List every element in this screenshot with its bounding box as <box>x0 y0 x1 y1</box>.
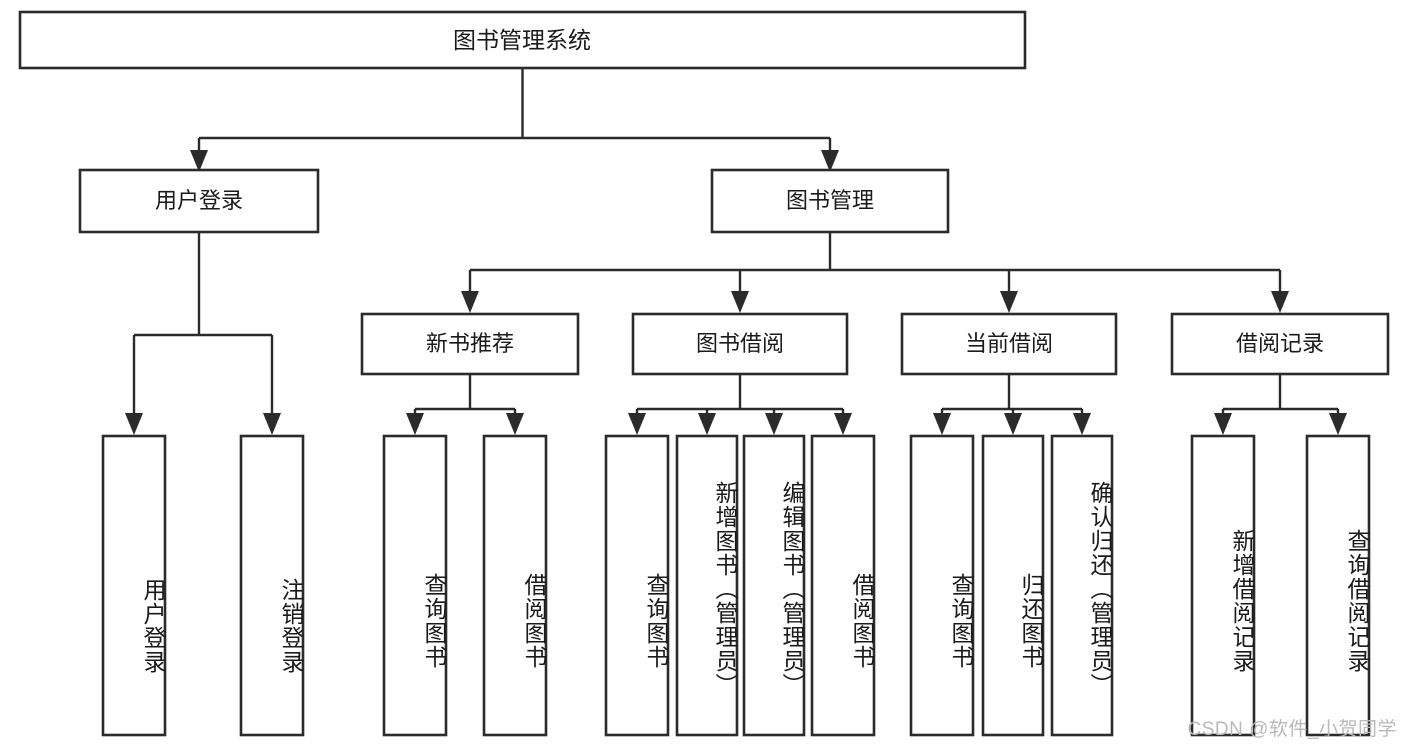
arrow-head-leaf-confirm-return-admin <box>1073 413 1091 435</box>
csdn-watermark: CSDN @软件_小贺同学 <box>1187 719 1397 740</box>
arrow-head-leaf-query-book-rec <box>406 413 424 435</box>
node-book-manage-box[interactable] <box>710 168 950 234</box>
connector-bookborrow-to-leaves <box>635 374 845 426</box>
arrow-head-user-login <box>190 150 208 172</box>
node-current-borrow[interactable]: 当前借阅 <box>900 312 1118 376</box>
node-book-borrow-box[interactable] <box>631 312 849 376</box>
arrow-head-current-borrow <box>1000 291 1018 313</box>
node-leaf-query-borrow-record-box[interactable] <box>1305 434 1371 737</box>
node-leaf-confirm-return-admin-box[interactable] <box>1050 434 1114 737</box>
node-leaf-borrow-book-rec-box[interactable] <box>482 434 548 737</box>
arrow-head-borrow-record <box>1271 291 1289 313</box>
arrow-head-leaf-return-book <box>1004 413 1022 435</box>
node-leaf-user-login-box[interactable] <box>101 434 167 737</box>
node-user-login-box[interactable] <box>78 168 320 234</box>
connector-newbook-to-leaves <box>413 374 517 426</box>
arrow-head-book-manage <box>821 150 839 172</box>
node-borrow-record-box[interactable] <box>1170 312 1390 376</box>
node-borrow-record-label: 借阅记录 <box>1236 331 1324 356</box>
node-current-borrow-label: 当前借阅 <box>965 331 1053 356</box>
connector-bookmanage-to-level3 <box>468 232 1282 304</box>
node-leaf-user-logout-box[interactable] <box>239 434 305 737</box>
arrow-head-leaf-query-book-borrow <box>628 413 646 435</box>
node-leaf-return-book-box[interactable] <box>981 434 1045 737</box>
node-root-box[interactable] <box>18 10 1027 70</box>
node-leaf-add-book-admin-box[interactable] <box>675 434 739 737</box>
connector-userlogin-to-leaves <box>132 232 274 426</box>
node-user-login-label: 用户登录 <box>155 188 243 213</box>
arrow-head-leaf-query-book-current <box>933 413 951 435</box>
arrow-head-leaf-add-book-admin <box>698 413 716 435</box>
arrow-head-leaf-add-borrow-record <box>1214 413 1232 435</box>
node-book-borrow[interactable]: 图书借阅 <box>631 312 849 376</box>
node-leaf-edit-book-admin-box[interactable] <box>742 434 806 737</box>
arrow-head-leaf-borrow-book <box>834 413 852 435</box>
arrow-head-leaf-user-logout <box>263 413 281 435</box>
node-leaf-add-borrow-record-box[interactable] <box>1190 434 1256 737</box>
node-leaf-borrow-book-box[interactable] <box>810 434 876 737</box>
arrow-head-book-borrow <box>731 291 749 313</box>
connector-borrowrecord-to-leaves <box>1221 374 1340 426</box>
node-book-manage[interactable]: 图书管理 <box>710 168 950 234</box>
node-leaf-query-book-rec-box[interactable] <box>382 434 448 737</box>
arrow-head-leaf-query-borrow-record <box>1329 413 1347 435</box>
node-book-borrow-label: 图书借阅 <box>696 331 784 356</box>
arrow-head-new-book-recommend <box>461 291 479 313</box>
node-book-manage-label: 图书管理 <box>786 188 874 213</box>
node-new-book-recommend[interactable]: 新书推荐 <box>360 312 580 376</box>
node-leaf-query-book-current-box[interactable] <box>909 434 975 737</box>
arrow-head-leaf-user-login <box>125 413 143 435</box>
node-leaf-query-book-borrow-box[interactable] <box>604 434 670 737</box>
node-user-login[interactable]: 用户登录 <box>78 168 320 234</box>
node-root[interactable]: 图书管理系统 <box>18 10 1027 70</box>
leaf-box-layer <box>101 434 1371 737</box>
node-current-borrow-box[interactable] <box>900 312 1118 376</box>
node-new-book-recommend-box[interactable] <box>360 312 580 376</box>
connector-root-to-level2 <box>197 68 832 160</box>
node-root-label: 图书管理系统 <box>453 27 591 53</box>
connector-layer <box>125 68 1347 435</box>
arrow-head-leaf-borrow-book-rec <box>506 413 524 435</box>
node-new-book-recommend-label: 新书推荐 <box>426 331 514 356</box>
arrow-head-leaf-edit-book-admin <box>765 413 783 435</box>
node-borrow-record[interactable]: 借阅记录 <box>1170 312 1390 376</box>
